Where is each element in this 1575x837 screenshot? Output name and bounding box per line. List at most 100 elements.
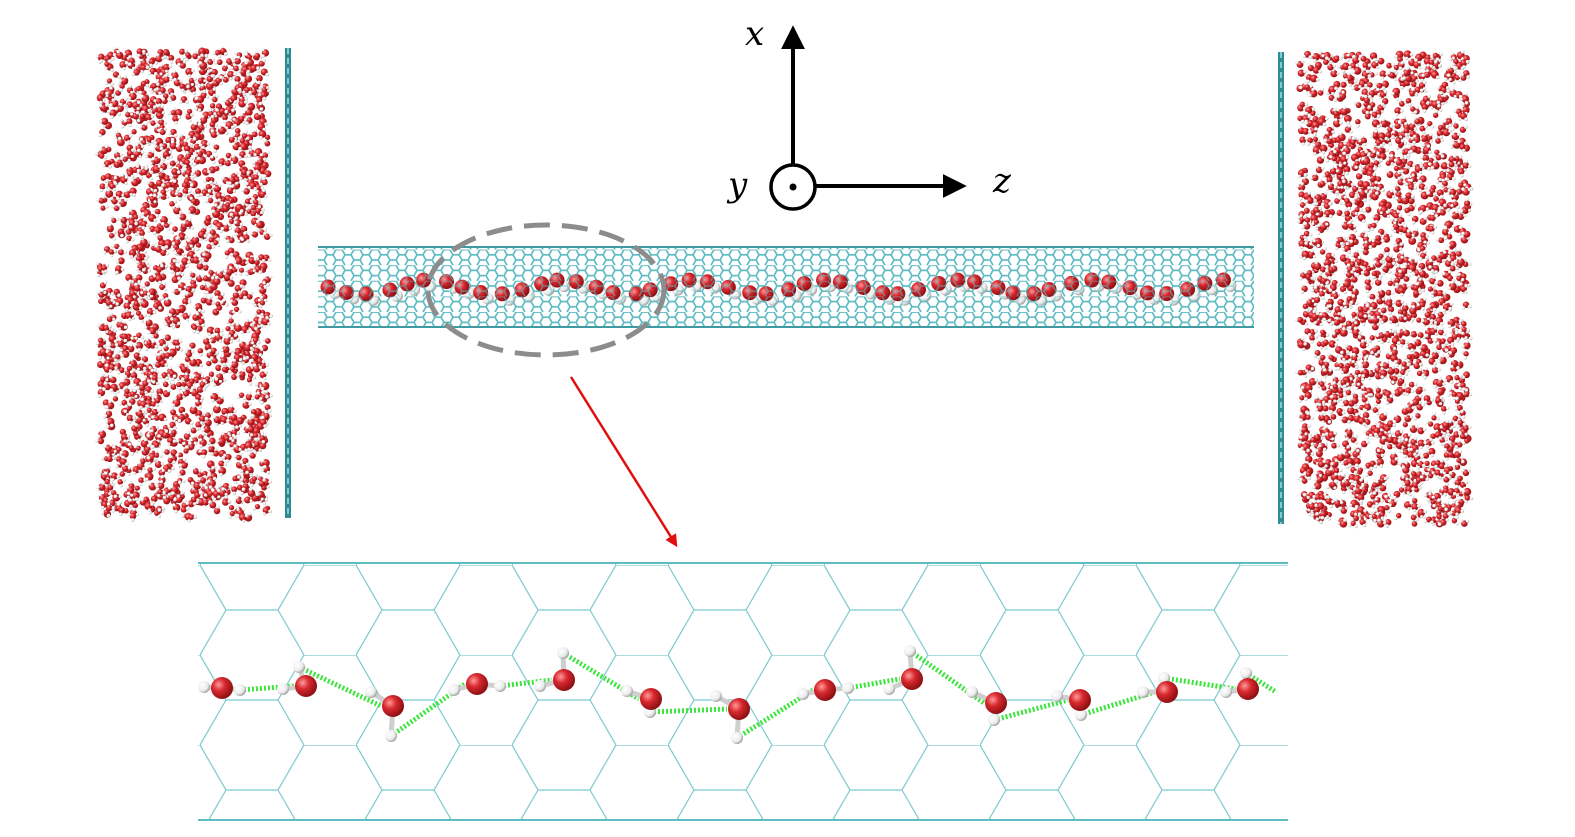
water-hydrogen-atom xyxy=(109,480,114,485)
water-hydrogen-atom xyxy=(231,59,236,63)
water-hydrogen-atom xyxy=(210,129,215,133)
water-hydrogen-atom xyxy=(200,53,204,58)
water-hydrogen-atom xyxy=(207,473,212,477)
water-hydrogen-atom xyxy=(215,505,220,509)
water-hydrogen-atom xyxy=(108,400,112,404)
water-oxygen-atom xyxy=(232,181,241,190)
water-hydrogen-atom xyxy=(161,97,165,102)
water-hydrogen-atom xyxy=(170,377,175,382)
water-oxygen-atom xyxy=(173,206,181,215)
water-hydrogen-atom xyxy=(159,143,163,148)
water-hydrogen-atom xyxy=(136,367,141,371)
water-oxygen-atom xyxy=(109,109,117,117)
water-hydrogen-atom xyxy=(98,119,103,124)
water-hydrogen-atom xyxy=(246,136,250,140)
water-hydrogen-atom xyxy=(179,347,184,352)
water-hydrogen-atom xyxy=(169,155,173,159)
water-hydrogen-atom xyxy=(191,404,196,409)
water-oxygen-atom xyxy=(264,404,271,411)
water-oxygen-atom xyxy=(231,374,238,381)
water-hydrogen-atom xyxy=(203,124,208,128)
water-hydrogen-atom xyxy=(135,63,139,67)
water-hydrogen-atom xyxy=(255,492,260,497)
water-hydrogen-atom xyxy=(256,157,260,161)
water-hydrogen-atom xyxy=(238,66,242,70)
water-hydrogen-atom xyxy=(176,345,180,349)
water-hydrogen-atom xyxy=(119,118,124,122)
water-hydrogen-atom xyxy=(192,162,197,167)
water-hydrogen-atom xyxy=(152,105,157,109)
water-hydrogen-atom xyxy=(104,204,109,209)
water-hydrogen-atom xyxy=(162,495,167,500)
water-hydrogen-atom xyxy=(264,370,268,375)
water-hydrogen-atom xyxy=(1426,241,1430,245)
water-hydrogen-atom xyxy=(134,282,138,287)
water-hydrogen-atom xyxy=(159,350,164,355)
water-hydrogen-atom xyxy=(195,330,200,335)
water-hydrogen-atom xyxy=(128,317,132,321)
water-hydrogen-atom xyxy=(168,307,172,311)
water-hydrogen-atom xyxy=(202,89,206,94)
water-hydrogen-atom xyxy=(263,464,267,469)
water-hydrogen-atom xyxy=(1433,338,1438,343)
water-hydrogen-atom xyxy=(180,514,185,518)
water-hydrogen-atom xyxy=(236,395,240,400)
water-hydrogen-atom xyxy=(212,273,216,277)
water-hydrogen-atom xyxy=(216,371,220,375)
water-hydrogen-atom xyxy=(134,142,139,147)
water-hydrogen-atom xyxy=(205,72,209,77)
water-hydrogen-atom xyxy=(120,173,125,177)
water-oxygen-atom xyxy=(238,82,245,89)
water-hydrogen-atom xyxy=(172,460,176,464)
water-hydrogen-atom xyxy=(106,502,111,506)
water-hydrogen-atom xyxy=(142,466,146,471)
water-hydrogen-atom xyxy=(134,394,138,399)
water-oxygen-atom xyxy=(164,334,171,341)
water-hydrogen-atom xyxy=(145,362,150,366)
water-hydrogen-atom xyxy=(234,495,239,500)
water-hydrogen-atom xyxy=(179,210,183,214)
water-hydrogen-atom xyxy=(224,62,228,67)
water-hydrogen-atom xyxy=(181,252,186,257)
water-hydrogen-atom xyxy=(151,156,156,161)
water-hydrogen-atom xyxy=(233,100,238,104)
water-hydrogen-atom xyxy=(1448,77,1452,82)
water-oxygen-atom xyxy=(170,128,177,136)
water-hydrogen-atom xyxy=(148,393,153,397)
water-oxygen-atom xyxy=(141,90,147,96)
water-hydrogen-atom xyxy=(160,270,165,274)
water-hydrogen-atom xyxy=(234,216,238,220)
water-hydrogen-atom xyxy=(229,203,234,208)
water-hydrogen-atom xyxy=(129,504,133,508)
water-hydrogen-atom xyxy=(118,79,123,83)
water-oxygen-atom xyxy=(252,82,261,90)
water-oxygen-atom xyxy=(132,214,139,220)
water-hydrogen-atom xyxy=(168,187,172,191)
water-hydrogen-atom xyxy=(155,484,159,489)
water-hydrogen-atom xyxy=(215,129,219,133)
water-hydrogen-atom xyxy=(1343,518,1347,522)
water-hydrogen-atom xyxy=(122,67,126,71)
water-hydrogen-atom xyxy=(167,492,171,496)
water-hydrogen-atom xyxy=(194,153,198,158)
water-hydrogen-atom xyxy=(151,380,156,384)
water-hydrogen-atom xyxy=(138,482,143,486)
water-oxygen-atom xyxy=(141,124,148,131)
water-hydrogen-atom xyxy=(246,239,250,243)
water-oxygen-atom xyxy=(1369,293,1376,300)
water-oxygen-atom xyxy=(133,352,141,360)
water-hydrogen-atom xyxy=(177,321,181,326)
water-hydrogen-atom xyxy=(149,170,154,175)
water-hydrogen-atom xyxy=(217,198,221,202)
water-hydrogen-atom xyxy=(260,432,264,436)
water-hydrogen-atom xyxy=(119,102,123,107)
water-hydrogen-atom xyxy=(1386,214,1391,218)
water-oxygen-atom xyxy=(191,324,198,331)
water-hydrogen-atom xyxy=(108,375,113,379)
water-hydrogen-atom xyxy=(178,312,183,317)
water-hydrogen-atom xyxy=(105,420,109,424)
water-hydrogen-atom xyxy=(105,424,110,429)
water-hydrogen-atom xyxy=(124,188,129,193)
water-hydrogen-atom xyxy=(163,83,167,87)
water-hydrogen-atom xyxy=(156,342,161,346)
